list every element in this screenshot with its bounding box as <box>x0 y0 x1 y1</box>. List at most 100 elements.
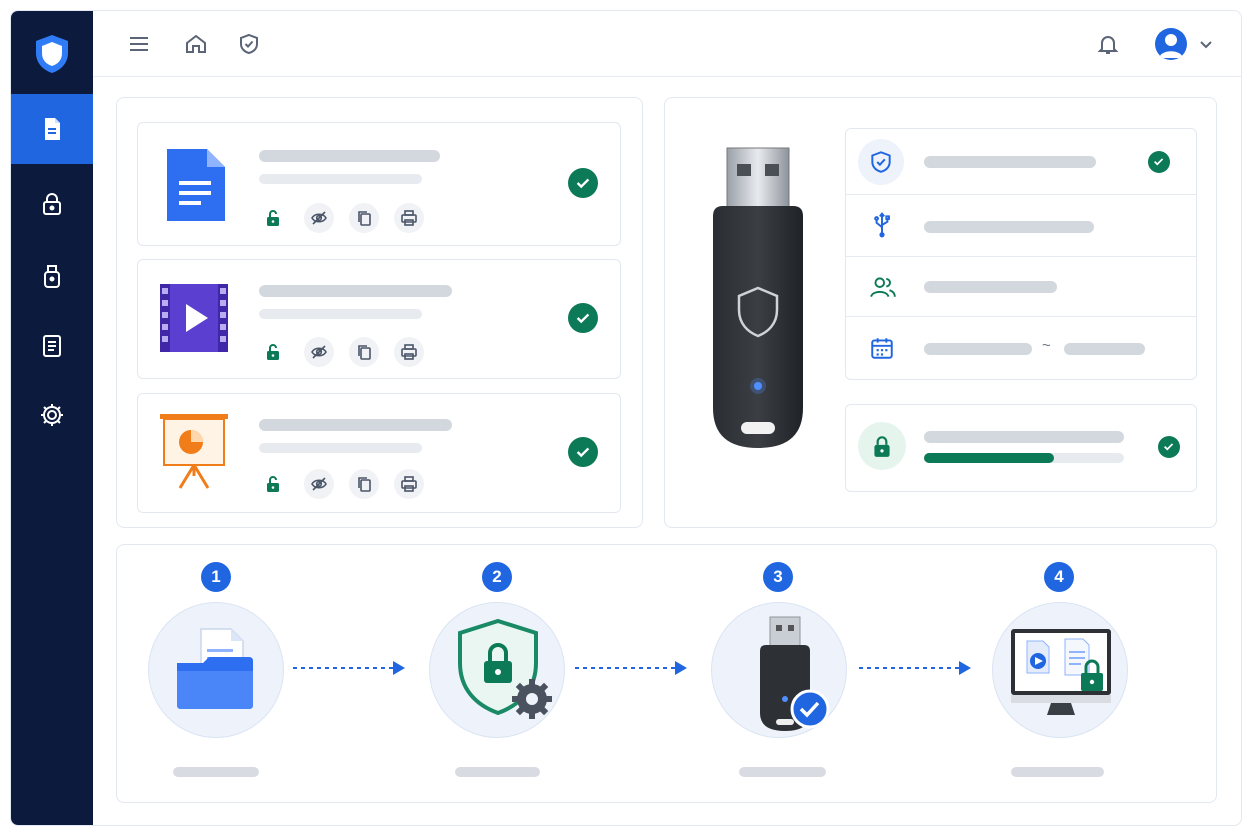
unlock-button[interactable] <box>258 203 288 233</box>
copy-button[interactable] <box>349 337 379 367</box>
file-name-placeholder <box>259 419 452 431</box>
step-2-label-placeholder <box>455 767 540 777</box>
print-button[interactable] <box>394 203 424 233</box>
shield-logo-icon[interactable] <box>32 33 72 75</box>
verified-check-icon <box>568 168 598 198</box>
print-icon <box>401 344 417 360</box>
usb-verified-icon <box>760 616 830 731</box>
print-icon <box>401 210 417 226</box>
file-name-placeholder <box>259 150 440 162</box>
lock-icon <box>874 436 890 457</box>
start-date-placeholder <box>924 343 1032 355</box>
info-row-connection <box>846 195 1196 257</box>
info-placeholder <box>924 281 1057 293</box>
print-icon <box>401 476 417 492</box>
arrow-right-icon <box>859 661 971 675</box>
doc-file-icon <box>167 149 225 221</box>
calendar-icon <box>871 338 893 359</box>
date-range-separator: ~ <box>1042 337 1051 354</box>
step-4-circle <box>992 602 1128 738</box>
hide-icon <box>311 211 327 225</box>
protected-files-panel <box>116 97 643 528</box>
file-actions <box>258 337 428 367</box>
step-1-label-placeholder <box>173 767 259 777</box>
file-name-placeholder <box>259 285 452 297</box>
sidebar-item-settings[interactable] <box>11 380 93 450</box>
unlock-icon <box>267 476 279 492</box>
notifications-button[interactable] <box>1095 31 1121 57</box>
gear-icon <box>41 404 63 426</box>
step-2-number: 2 <box>482 562 512 592</box>
home-icon <box>186 34 206 53</box>
arrow-right-icon <box>293 661 405 675</box>
end-date-placeholder <box>1064 343 1145 355</box>
lock-icon <box>43 193 61 215</box>
info-placeholder <box>924 156 1096 168</box>
shield-check-icon <box>871 151 891 173</box>
usb-drive-image <box>713 147 803 448</box>
copy-icon <box>358 211 371 226</box>
hide-button[interactable] <box>304 469 334 499</box>
menu-icon <box>130 37 148 51</box>
workflow-steps-panel: 1 2 <box>116 544 1217 803</box>
video-file-icon <box>160 284 228 352</box>
unlock-button[interactable] <box>258 469 288 499</box>
device-info-list: ~ <box>845 128 1197 380</box>
unlock-icon <box>267 210 279 226</box>
sidebar-item-usb-lock[interactable] <box>11 241 93 311</box>
file-card-document[interactable] <box>137 122 621 246</box>
copy-button[interactable] <box>349 469 379 499</box>
usb-lock-icon <box>44 265 60 288</box>
shield-lock-gear-icon <box>458 618 552 719</box>
chevron-down-icon <box>1200 41 1212 49</box>
menu-button[interactable] <box>126 31 152 57</box>
arrow-right-icon <box>575 661 687 675</box>
top-bar <box>93 11 1241 77</box>
encryption-label-placeholder <box>924 431 1124 443</box>
avatar[interactable] <box>1155 28 1187 60</box>
verified-check-icon <box>568 437 598 467</box>
file-meta-placeholder <box>259 443 422 453</box>
security-button[interactable] <box>236 31 262 57</box>
device-panel: ~ <box>664 97 1217 528</box>
encryption-status-card <box>845 404 1197 492</box>
verified-check-icon <box>1158 436 1180 458</box>
copy-icon <box>358 345 371 360</box>
sidebar-item-reports[interactable] <box>11 311 93 381</box>
step-3-number: 3 <box>763 562 793 592</box>
hide-button[interactable] <box>304 337 334 367</box>
hide-icon <box>311 345 327 359</box>
info-row-validity: ~ <box>846 317 1196 379</box>
shield-check-icon <box>240 33 258 55</box>
sidebar-item-lock[interactable] <box>11 169 93 239</box>
file-card-video[interactable] <box>137 259 621 379</box>
home-button[interactable] <box>183 31 209 57</box>
step-1-number: 1 <box>201 562 231 592</box>
file-actions <box>258 203 428 233</box>
info-row-users <box>846 257 1196 317</box>
step-2-circle <box>429 602 565 738</box>
user-icon <box>1159 34 1183 58</box>
verified-check-icon <box>568 303 598 333</box>
usb-icon <box>874 212 890 238</box>
sidebar <box>11 11 93 825</box>
step-4-label-placeholder <box>1011 767 1104 777</box>
hide-icon <box>311 477 327 491</box>
step-4-number: 4 <box>1044 562 1074 592</box>
sidebar-item-documents[interactable] <box>11 94 93 164</box>
unlock-button[interactable] <box>258 337 288 367</box>
bell-icon <box>1097 36 1119 54</box>
copy-button[interactable] <box>349 203 379 233</box>
presentation-file-icon <box>160 414 228 489</box>
info-placeholder <box>924 221 1094 233</box>
account-menu-toggle[interactable] <box>1193 31 1219 57</box>
print-button[interactable] <box>394 469 424 499</box>
encryption-progress-bar <box>924 453 1124 463</box>
folder-documents-icon <box>177 628 253 709</box>
report-icon <box>43 335 61 357</box>
hide-button[interactable] <box>304 203 334 233</box>
file-card-presentation[interactable] <box>137 393 621 513</box>
file-meta-placeholder <box>259 309 422 319</box>
app-window: ~ 1 <box>10 10 1242 826</box>
print-button[interactable] <box>394 337 424 367</box>
